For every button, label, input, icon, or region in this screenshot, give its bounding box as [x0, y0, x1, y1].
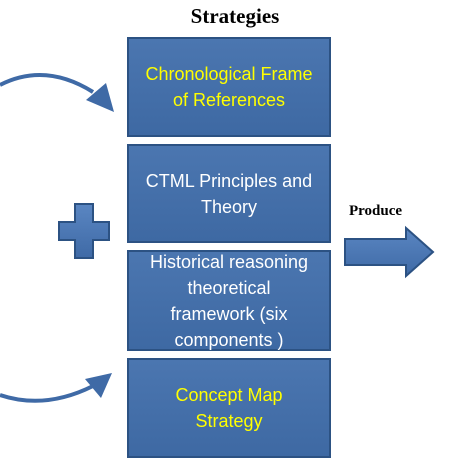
box-ctml-principles: CTML Principles and Theory — [127, 144, 331, 243]
plus-icon — [58, 203, 110, 259]
box-chronological-frame: Chronological Frame of References — [127, 37, 331, 137]
produce-label: Produce — [349, 203, 403, 219]
box-historical-reasoning: Historical reasoning theoretical framewo… — [127, 250, 331, 351]
box-concept-map: Concept Map Strategy — [127, 358, 331, 458]
diagram-title: Strategies — [190, 4, 280, 28]
box-concept-map-label: Concept Map Strategy — [175, 385, 283, 431]
box-ctml-principles-label: CTML Principles and Theory — [145, 170, 313, 217]
box-chronological-frame-label: Chronological Frame of References — [145, 64, 313, 110]
curved-arrow-icon — [0, 73, 114, 112]
box-historical-reasoning-label: Historical reasoning theoretical framewo… — [149, 251, 309, 350]
curved-arrow-icon — [0, 373, 112, 403]
right-arrow-icon — [344, 225, 435, 279]
